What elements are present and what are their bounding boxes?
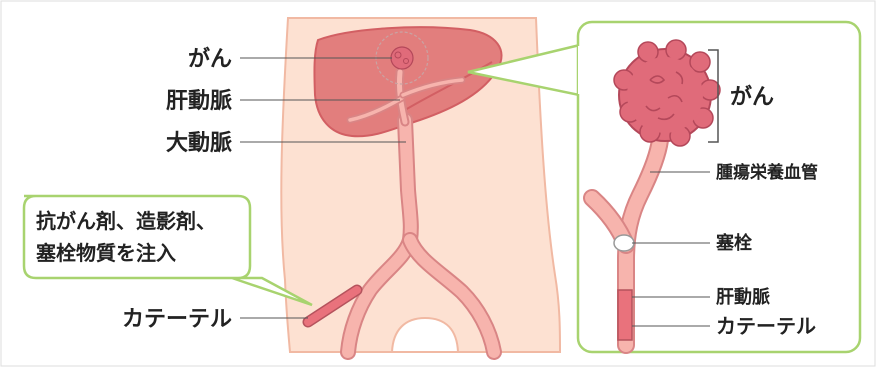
detail-label-hepatic-artery: 肝動脈 — [716, 286, 770, 308]
liver-tumor-icon — [391, 47, 413, 69]
callout-line-1: 抗がん剤、造影剤、 — [36, 209, 216, 233]
label-hepatic-artery: 肝動脈 — [166, 89, 232, 114]
label-aorta: 大動脈 — [166, 131, 232, 156]
connector-seam — [578, 46, 582, 94]
detail-label-catheter: カテーテル — [716, 314, 816, 338]
label-catheter: カテーテル — [122, 307, 232, 332]
detail-label-cancer: がん — [730, 84, 774, 110]
label-cancer: がん — [188, 46, 232, 72]
embolus-icon — [614, 235, 634, 251]
detail-catheter — [618, 290, 632, 340]
detail-label-tumor-vessel: 腫瘍栄養血管 — [716, 162, 818, 183]
callout-line-2: 塞栓物質を注入 — [36, 241, 176, 265]
detail-label-embolus: 塞栓 — [716, 232, 752, 254]
